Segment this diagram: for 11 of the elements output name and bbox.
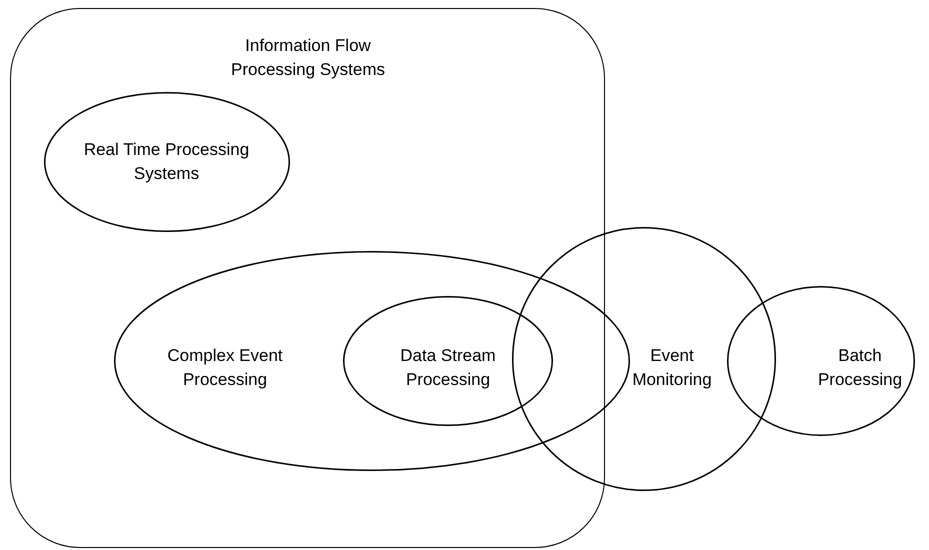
container-box xyxy=(10,8,605,548)
set-ellipse xyxy=(44,92,290,232)
set-label: Complex Event Processing xyxy=(166,345,284,391)
set-label: Event Monitoring xyxy=(631,345,713,391)
set-label: Data Stream Processing xyxy=(399,345,497,391)
set-circle xyxy=(512,227,776,491)
set-ellipse xyxy=(343,296,553,426)
set-label: Batch Processing xyxy=(816,345,904,391)
set-label: Information Flow Processing Systems xyxy=(230,35,386,81)
set-label: Real Time Processing Systems xyxy=(82,138,250,184)
set-ellipse xyxy=(727,286,915,436)
